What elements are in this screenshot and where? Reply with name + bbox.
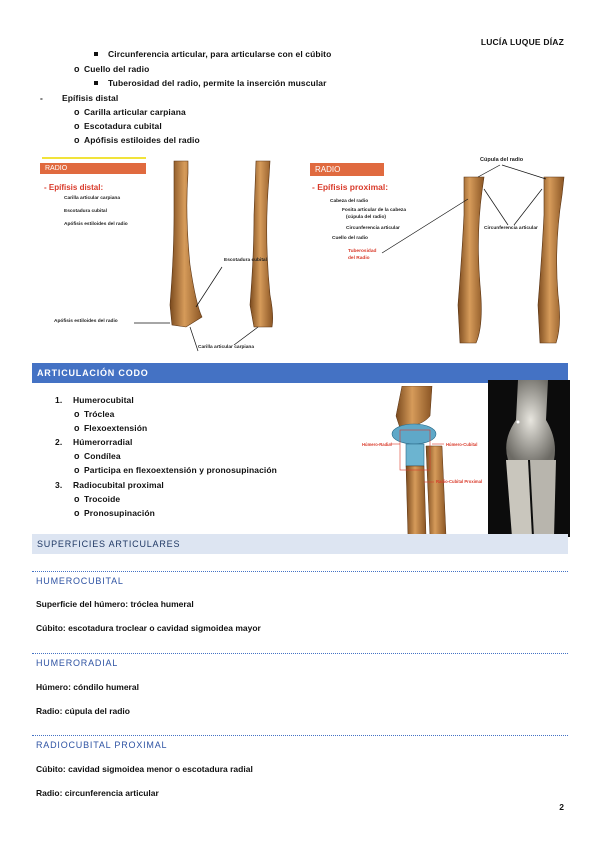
circle-bullet-icon: o — [74, 423, 80, 433]
label-humero-radial: Húmero-Radial — [362, 442, 392, 447]
label-carilla: Carilla articular carpiana — [64, 196, 120, 201]
label-escotadura: Escotadura cubital — [64, 209, 107, 214]
square-bullet-icon — [94, 80, 98, 85]
radius-proximal-illustration — [381, 164, 565, 344]
callout-carilla: Carilla articular carpiana — [198, 345, 254, 350]
paragraph: Húmero: cóndilo humeral — [36, 682, 139, 692]
paragraph: Superficie del húmero: tróclea humeral — [36, 599, 194, 609]
elbow-xray-image — [488, 380, 570, 537]
callout-apofisis: Apófisis estiloides del radio — [54, 319, 118, 324]
label-humero-cubital: Húmero-Cubital — [446, 442, 478, 447]
callout-cupula: Cúpula del radio — [480, 157, 524, 163]
circle-bullet-icon: o — [74, 64, 80, 74]
label-cabeza: Cabeza del radio — [330, 199, 369, 204]
circle-bullet-icon: o — [74, 465, 80, 475]
numbered-item: 1.Humerocubital — [55, 395, 134, 405]
paragraph: Radio: cúpula del radio — [36, 706, 130, 716]
highlight-line — [42, 157, 146, 159]
circle-bullet-icon: o — [74, 494, 80, 504]
label-tuberosidad: Tuberosidad — [348, 249, 377, 254]
numbered-item: 3.Radiocubital proximal — [55, 480, 164, 490]
radio-label-box: RADIO — [310, 163, 384, 176]
label-circunferencia: Circunferencia articular — [346, 226, 400, 231]
label-tuberosidad-2: del Radio — [348, 256, 370, 261]
label-radio-cubital: Radio-Cubital Proximal — [436, 479, 483, 484]
paragraph: Cúbito: escotadura troclear o cavidad si… — [36, 623, 261, 633]
circle-bullet-icon: o — [74, 409, 80, 419]
dash-bullet-icon: - — [40, 93, 43, 103]
label-fosita-sub: (cúpula del radio) — [346, 215, 386, 220]
elbow-anatomy-figure: Húmero-Radial Húmero-Cubital Radio-Cubit… — [362, 385, 484, 537]
numbered-item: 2.Húmerorradial — [55, 437, 133, 447]
page-number: 2 — [559, 802, 564, 812]
label-fosita: Fosita articular de la cabeza — [342, 208, 406, 213]
radio-label-box: RADIO — [40, 163, 146, 174]
paragraph: Cúbito: cavidad sigmoidea menor o escota… — [36, 764, 253, 774]
label-cuello: Cuello del radio — [332, 236, 368, 241]
callout-escotadura: Escotadura cubital — [224, 258, 267, 263]
circle-bullet-icon: o — [74, 451, 80, 461]
subsection-humeroradial: HUMERORADIAL — [32, 653, 568, 670]
figure-title: - Epífisis proximal: — [312, 182, 389, 192]
radius-bones-illustration — [134, 160, 273, 352]
circle-bullet-icon: o — [74, 121, 80, 131]
callout-circunferencia: Circunferencia articular — [484, 226, 538, 231]
figure-radio-proximal: RADIO - Epífisis proximal: Cabeza del ra… — [308, 155, 568, 355]
xray-illustration — [506, 380, 556, 537]
section-band-superficies: SUPERFICIES ARTICULARES — [32, 534, 568, 554]
subsection-humerocubital: HUMEROCUBITAL — [32, 571, 568, 588]
outline-item: Tuberosidad del radio, permite la inserc… — [94, 78, 327, 88]
elbow-illustration — [390, 385, 447, 537]
label-apofisis: Apófisis estiloides del radio — [64, 222, 128, 227]
author-name: LUCÍA LUQUE DÍAZ — [480, 37, 564, 47]
circle-bullet-icon: o — [74, 135, 80, 145]
outline-item: Circunferencia articular, para articular… — [94, 49, 331, 59]
subsection-radiocubital: RADIOCUBITAL PROXIMAL — [32, 735, 568, 752]
figure-title: - Epífisis distal: — [44, 183, 104, 192]
section-bar-articulacion: ARTICULACIÓN CODO — [32, 363, 568, 383]
outline-item: -Epífisis distal — [40, 93, 119, 103]
circle-bullet-icon: o — [74, 508, 80, 518]
paragraph: Radio: circunferencia articular — [36, 788, 159, 798]
circle-bullet-icon: o — [74, 107, 80, 117]
square-bullet-icon — [94, 51, 98, 56]
figure-radio-distal: RADIO - Epífisis distal: Carilla articul… — [38, 155, 300, 355]
